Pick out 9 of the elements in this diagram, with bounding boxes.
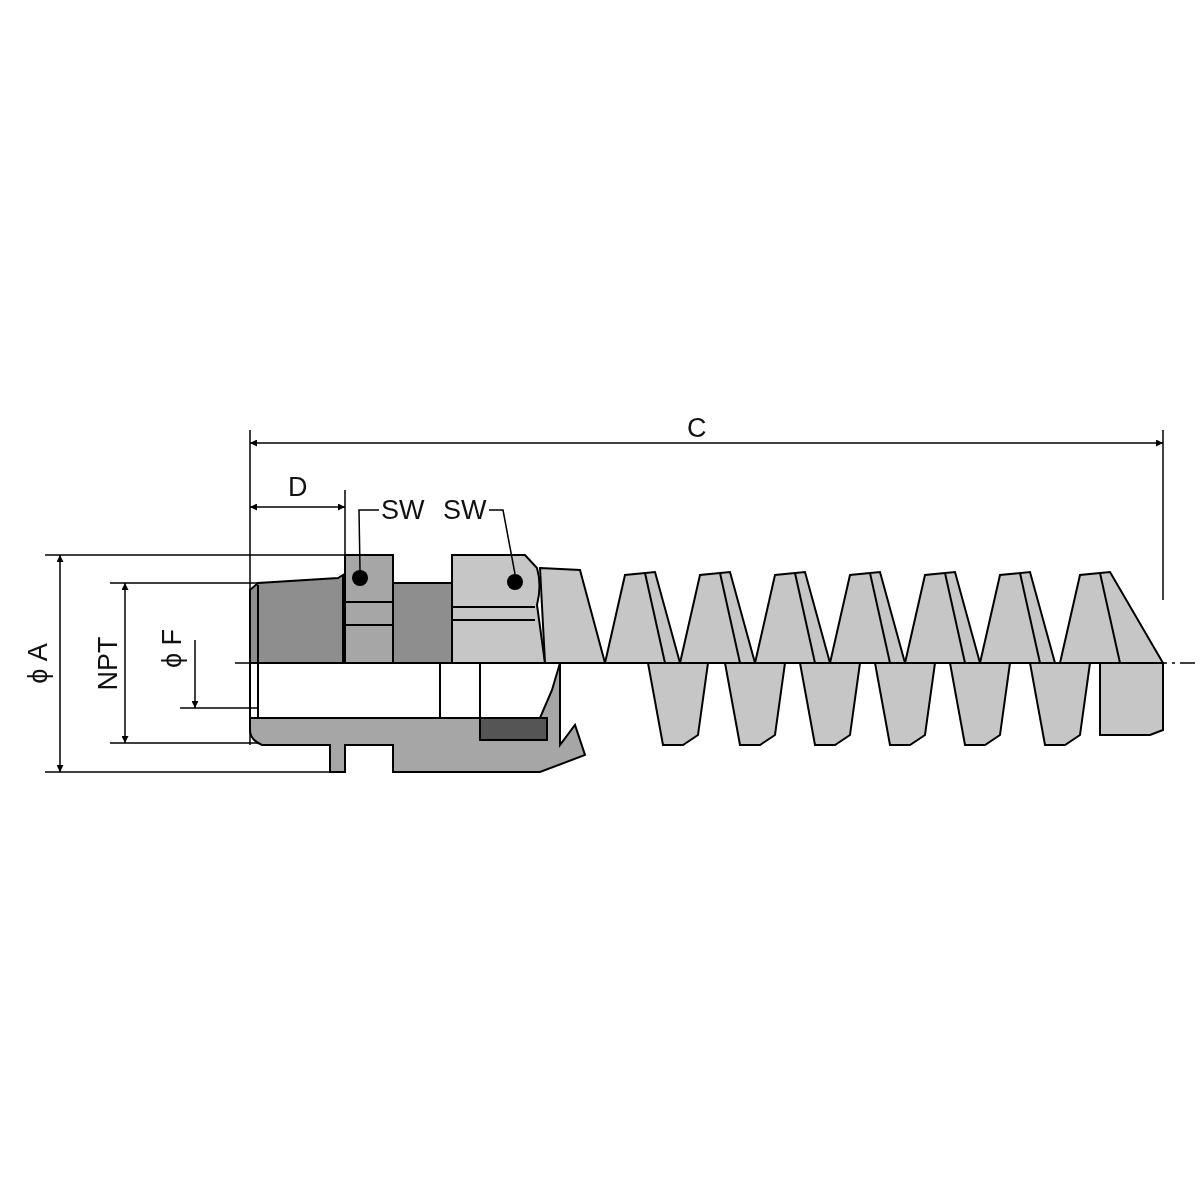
dimension-label: D: [288, 473, 308, 501]
dimension-label: ϕ A: [24, 642, 52, 684]
dimension-label: ϕ F: [158, 628, 186, 668]
dimension-label: NPT: [94, 636, 122, 690]
dimension-label: C: [687, 414, 707, 442]
wrench-size-label: SW: [443, 496, 487, 524]
leader-line: [488, 509, 516, 575]
wrench-size-label: SW: [381, 496, 425, 524]
leader-line: [358, 509, 380, 571]
